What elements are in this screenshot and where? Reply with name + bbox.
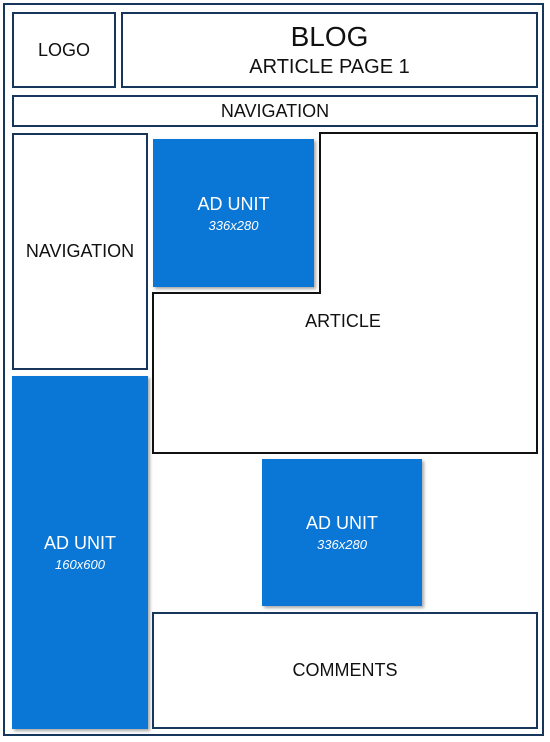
ad-unit-side-size: 160x600 (55, 557, 105, 572)
blog-title: BLOG (290, 20, 369, 52)
side-navigation-box: NAVIGATION (12, 133, 148, 370)
ad-unit-top-size: 336x280 (208, 217, 259, 233)
article-label: ARTICLE (305, 311, 381, 331)
ad-unit-side: AD UNIT 160x600 (12, 376, 148, 729)
comments-box: COMMENTS (152, 612, 538, 729)
ad-unit-middle-label: AD UNIT (306, 513, 378, 533)
blog-header: BLOG ARTICLE PAGE 1 (121, 12, 538, 88)
ad-unit-middle: AD UNIT 336x280 (262, 459, 422, 606)
ad-unit-middle-size: 336x280 (317, 537, 367, 552)
ad-unit-side-label: AD UNIT (44, 533, 116, 553)
side-navigation-label: NAVIGATION (25, 241, 135, 261)
ad-unit-top-label: AD UNIT (197, 193, 270, 214)
article-outline (152, 132, 538, 454)
logo-box: LOGO (12, 12, 116, 88)
comments-label: COMMENTS (292, 660, 398, 680)
top-navigation-bar: NAVIGATION (12, 95, 538, 127)
logo-label: LOGO (37, 39, 90, 60)
top-navigation-label: NAVIGATION (220, 100, 330, 121)
blog-subtitle: ARTICLE PAGE 1 (249, 55, 410, 78)
ad-unit-top: AD UNIT 336x280 (153, 139, 314, 287)
